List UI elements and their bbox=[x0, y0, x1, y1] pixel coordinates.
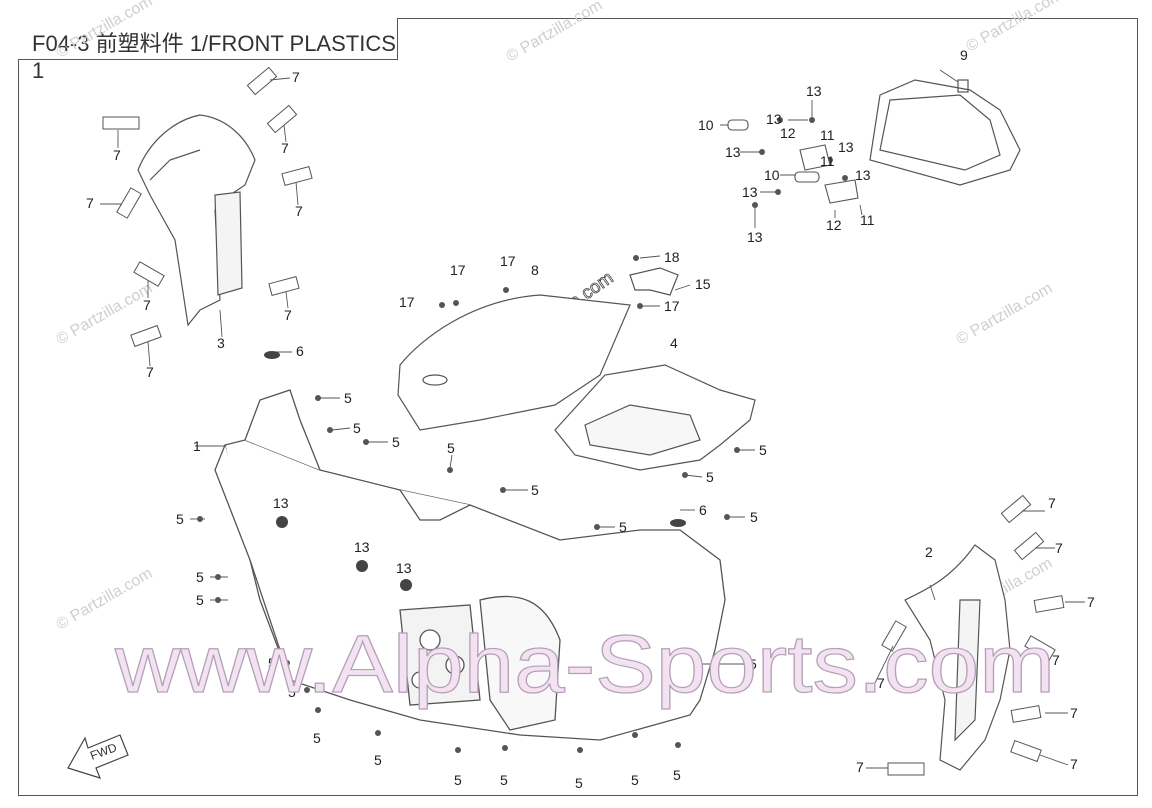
callout-5: 5 bbox=[673, 767, 681, 783]
watermark-partzilla: © Partzilla.com bbox=[504, 0, 606, 65]
callout-7: 7 bbox=[86, 195, 94, 211]
callout-15: 17 bbox=[399, 294, 415, 310]
part-1-front-body bbox=[214, 389, 726, 741]
callout-5: 5 bbox=[196, 592, 204, 608]
callout-7: 7 bbox=[877, 675, 885, 691]
callout-5: 5 bbox=[750, 509, 758, 525]
callout-15: 17 bbox=[450, 262, 466, 278]
callout-13: 13 bbox=[273, 495, 289, 511]
part-8-side-panel bbox=[397, 294, 631, 431]
callout-3: 3 bbox=[217, 335, 225, 351]
callout-6: 6 bbox=[699, 502, 707, 518]
hardware-10-11-12 bbox=[727, 119, 859, 204]
callout-5: 5 bbox=[575, 775, 583, 791]
part-4-tray bbox=[554, 364, 756, 471]
callout-7: 7 bbox=[1055, 540, 1063, 556]
callout-13: 13 bbox=[725, 144, 741, 160]
watermark-partzilla: © Partzilla.com bbox=[54, 0, 156, 61]
callout-6: 6 bbox=[296, 343, 304, 359]
callout-5: 5 bbox=[619, 519, 627, 535]
callout-labels: 7 7 7 7 7 7 7 7 3 6 1 5 5 5 5 5 5 5 5 5 … bbox=[86, 47, 1095, 791]
callout-5: 5 bbox=[374, 752, 382, 768]
callout-13: 13 bbox=[354, 539, 370, 555]
callout-5: 5 bbox=[353, 420, 361, 436]
screw-dots bbox=[197, 117, 848, 753]
callout-7: 7 bbox=[295, 203, 303, 219]
callout-5: 5 bbox=[313, 730, 321, 746]
callout-14: 15 bbox=[695, 276, 711, 292]
callout-7: 7 bbox=[1087, 594, 1095, 610]
callout-15: 17 bbox=[500, 253, 516, 269]
callout-11: 11 bbox=[820, 153, 835, 169]
callout-13: 13 bbox=[396, 560, 412, 576]
callout-7: 7 bbox=[284, 307, 292, 323]
fwd-arrow: FWD bbox=[67, 734, 129, 779]
callout-7: 7 bbox=[146, 364, 154, 380]
callout-7: 7 bbox=[292, 69, 300, 85]
leader-lines bbox=[100, 69, 1085, 769]
callout-7: 7 bbox=[1070, 705, 1078, 721]
callout-17: 17 bbox=[664, 298, 680, 314]
callout-5: 5 bbox=[176, 511, 184, 527]
callout-13: 13 bbox=[855, 167, 871, 183]
callout-13: 13 bbox=[838, 139, 854, 155]
callout-5: 5 bbox=[447, 440, 455, 456]
callout-2: 2 bbox=[925, 544, 933, 560]
callout-13: 13 bbox=[742, 184, 758, 200]
callout-7: 7 bbox=[1052, 652, 1060, 668]
title-box: F04-3 前塑料件 1/FRONT PLASTICS 1 bbox=[18, 18, 398, 83]
callout-7: 7 bbox=[143, 297, 151, 313]
callout-1: 1 bbox=[193, 438, 201, 454]
callout-5: 5 bbox=[500, 772, 508, 788]
callout-5: 5 bbox=[268, 655, 276, 671]
part-14-bracket bbox=[629, 267, 679, 296]
callout-5: 5 bbox=[631, 772, 639, 788]
callout-7: 7 bbox=[113, 147, 121, 163]
callout-13: 13 bbox=[806, 83, 822, 99]
callout-10: 10 bbox=[764, 167, 780, 183]
callout-12: 12 bbox=[780, 125, 796, 141]
part-9-bracket bbox=[869, 79, 1021, 186]
watermark-partzilla: © Partzilla.com bbox=[954, 280, 1056, 349]
callout-5: 5 bbox=[749, 656, 757, 672]
callout-5: 5 bbox=[344, 390, 352, 406]
callout-5: 5 bbox=[531, 482, 539, 498]
callout-5: 5 bbox=[706, 469, 714, 485]
callout-13: 13 bbox=[747, 229, 763, 245]
callout-7: 7 bbox=[856, 759, 864, 775]
callout-5: 5 bbox=[196, 569, 204, 585]
callout-11: 11 bbox=[820, 127, 835, 143]
part-3-left-fender bbox=[137, 114, 256, 327]
part-2-right-fender bbox=[904, 544, 1011, 771]
callout-11: 11 bbox=[860, 212, 875, 228]
callout-5: 5 bbox=[759, 442, 767, 458]
callout-7: 7 bbox=[1070, 756, 1078, 772]
clip-7-group bbox=[102, 66, 1065, 776]
pushpin-13-group bbox=[264, 351, 686, 591]
callout-8: 8 bbox=[531, 262, 539, 278]
callout-7: 7 bbox=[281, 140, 289, 156]
callout-7: 7 bbox=[1048, 495, 1056, 511]
callout-18: 18 bbox=[664, 249, 680, 265]
callout-9: 9 bbox=[960, 47, 968, 63]
callout-5: 5 bbox=[288, 684, 296, 700]
diagram-frame bbox=[18, 18, 1138, 796]
callout-13: 13 bbox=[766, 111, 782, 127]
callout-5: 5 bbox=[454, 772, 462, 788]
page-title: F04-3 前塑料件 1/FRONT PLASTICS 1 bbox=[32, 31, 396, 83]
callout-4: 4 bbox=[670, 335, 678, 351]
callout-10: 10 bbox=[698, 117, 714, 133]
callout-12: 12 bbox=[826, 217, 842, 233]
watermark-partzilla: © Partzilla.com bbox=[964, 0, 1066, 55]
watermark-alpha-sports: www.Alpha-Sports.com bbox=[114, 619, 1055, 710]
callout-5: 5 bbox=[392, 434, 400, 450]
